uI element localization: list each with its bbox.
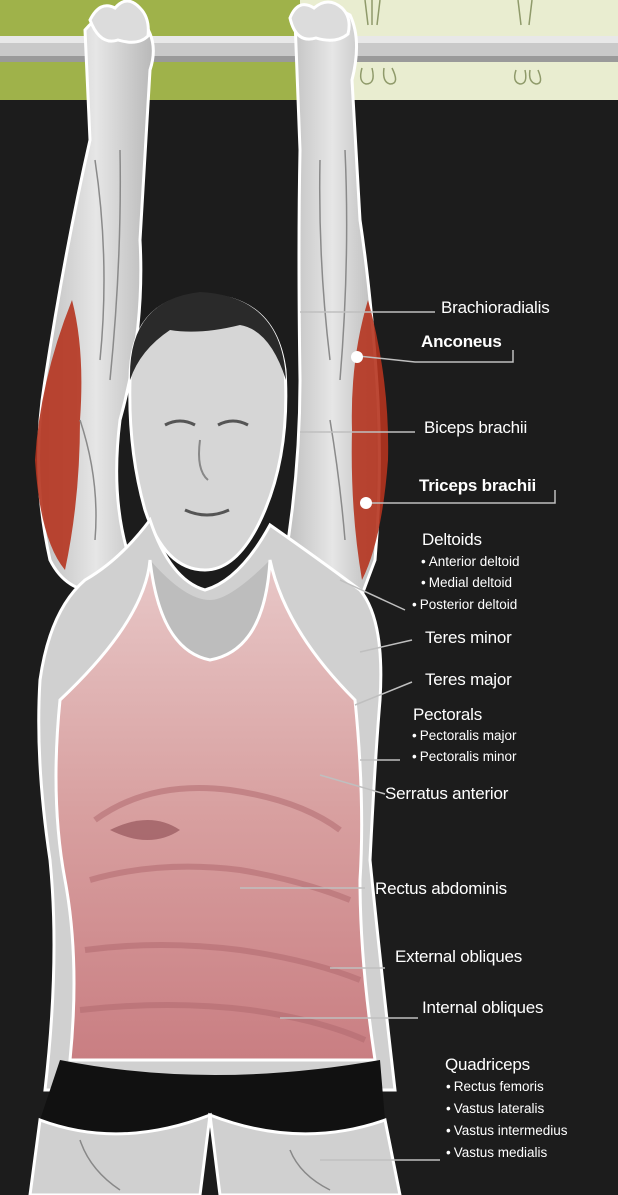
label-serratus-anterior: Serratus anterior — [385, 784, 508, 804]
torso — [39, 520, 395, 1090]
label-vastus-intermedius: •Vastus intermedius — [446, 1123, 568, 1138]
label-pectorals: Pectorals — [413, 705, 482, 725]
left-fist — [90, 1, 148, 42]
label-external-obliques: External obliques — [395, 947, 522, 967]
label-brachioradialis: Brachioradialis — [441, 298, 550, 318]
label-anterior-deltoid: •Anterior deltoid — [421, 554, 520, 569]
label-vastus-medialis: •Vastus medialis — [446, 1145, 547, 1160]
label-teres-minor: Teres minor — [425, 628, 512, 648]
label-teres-major: Teres major — [425, 670, 512, 690]
anconeus-marker — [351, 351, 363, 363]
label-anconeus: Anconeus — [421, 332, 502, 352]
label-quadriceps: Quadriceps — [445, 1055, 530, 1075]
right-fist — [290, 2, 349, 40]
label-pectoralis-major: •Pectoralis major — [412, 728, 517, 743]
label-posterior-deltoid: •Posterior deltoid — [412, 597, 517, 612]
triceps-marker — [360, 497, 372, 509]
label-rectus-femoris: •Rectus femoris — [446, 1079, 544, 1094]
label-medial-deltoid: •Medial deltoid — [421, 575, 512, 590]
label-rectus-abdominis: Rectus abdominis — [375, 879, 507, 899]
label-deltoids: Deltoids — [422, 530, 482, 550]
label-pectoralis-minor: •Pectoralis minor — [412, 749, 517, 764]
label-internal-obliques: Internal obliques — [422, 998, 543, 1018]
label-triceps-brachii: Triceps brachii — [419, 476, 536, 496]
label-vastus-lateralis: •Vastus lateralis — [446, 1101, 544, 1116]
label-biceps-brachii: Biceps brachii — [424, 418, 527, 438]
